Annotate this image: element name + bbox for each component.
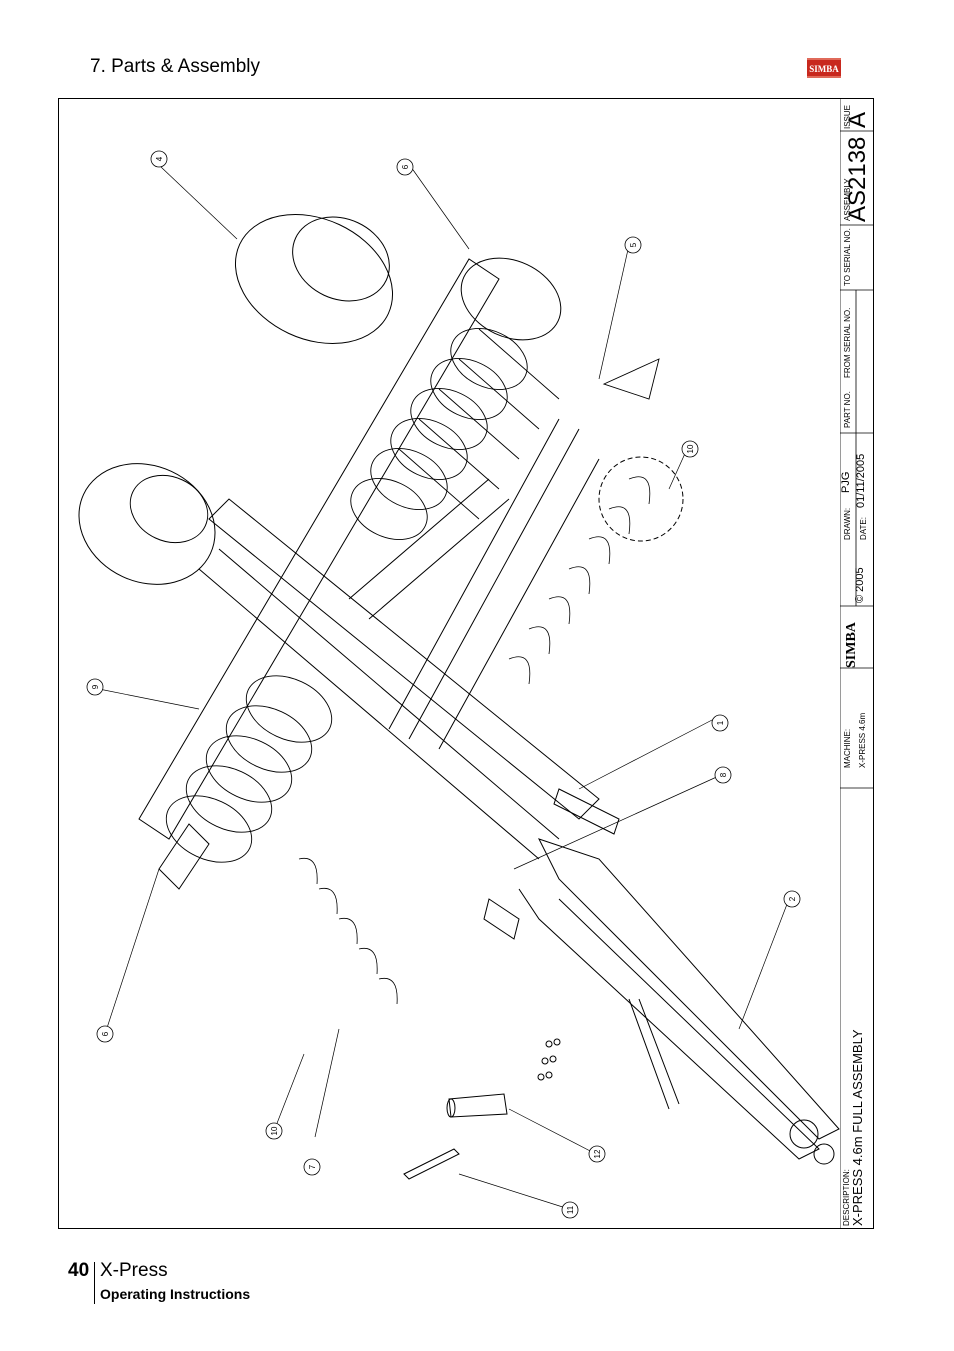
drawing-frame: 4 6 5 10 1 8 2 6 7 9 10 11 12 (58, 98, 874, 1229)
from-serial-label: FROM SERIAL NO. (843, 307, 852, 378)
copyright: © 2005 (854, 567, 866, 603)
date-label: DATE: (859, 517, 868, 540)
page-number: 40 (68, 1260, 90, 1281)
assembly-drawing: 4 6 5 10 1 8 2 6 7 9 10 11 12 (78, 150, 840, 1219)
to-serial-label: TO SERIAL NO. (843, 228, 852, 286)
footer-title: X-Press (100, 1260, 168, 1281)
callout-11: 11 (566, 1205, 575, 1214)
svg-text:SIMBA: SIMBA (809, 64, 839, 74)
callout-4: 5 (629, 242, 638, 247)
callout-12: 12 (593, 1149, 602, 1158)
footer-subtitle: Operating Instructions (100, 1286, 251, 1302)
machine-label: MACHINE: (843, 728, 852, 768)
footer-divider (94, 1262, 95, 1304)
callout-10-lower: 10 (270, 1126, 279, 1135)
callout-10-upper: 10 (686, 444, 695, 453)
title-block: DESCRIPTION: X-PRESS 4.6m FULL ASSEMBLY … (840, 98, 874, 1229)
callout-9: 9 (91, 684, 100, 689)
section-title: 7. Parts & Assembly (90, 56, 261, 77)
issue-value: A (844, 111, 871, 128)
callout-5: 6 (401, 164, 410, 169)
simba-title-logo: SIMBA (844, 622, 859, 668)
callout-6: 6 (101, 1031, 110, 1036)
machine-value: X-PRESS 4.6m (858, 712, 867, 768)
part-no-label: PART NO. (843, 391, 852, 428)
callout-2: 2 (788, 896, 797, 901)
date-value: 01/11/2005 (855, 453, 867, 508)
callout-3: 4 (155, 156, 164, 161)
callout-1: 1 (716, 720, 725, 725)
callout-7: 7 (308, 1164, 317, 1169)
callout-8: 8 (719, 772, 728, 777)
assembly-number: AS2138 (844, 136, 871, 222)
description-value: X-PRESS 4.6m FULL ASSEMBLY (850, 1029, 865, 1226)
drawn-label: DRAWN: (843, 507, 852, 540)
drawn-value: PJG (840, 471, 852, 493)
simba-logo: SIMBA (807, 58, 841, 78)
